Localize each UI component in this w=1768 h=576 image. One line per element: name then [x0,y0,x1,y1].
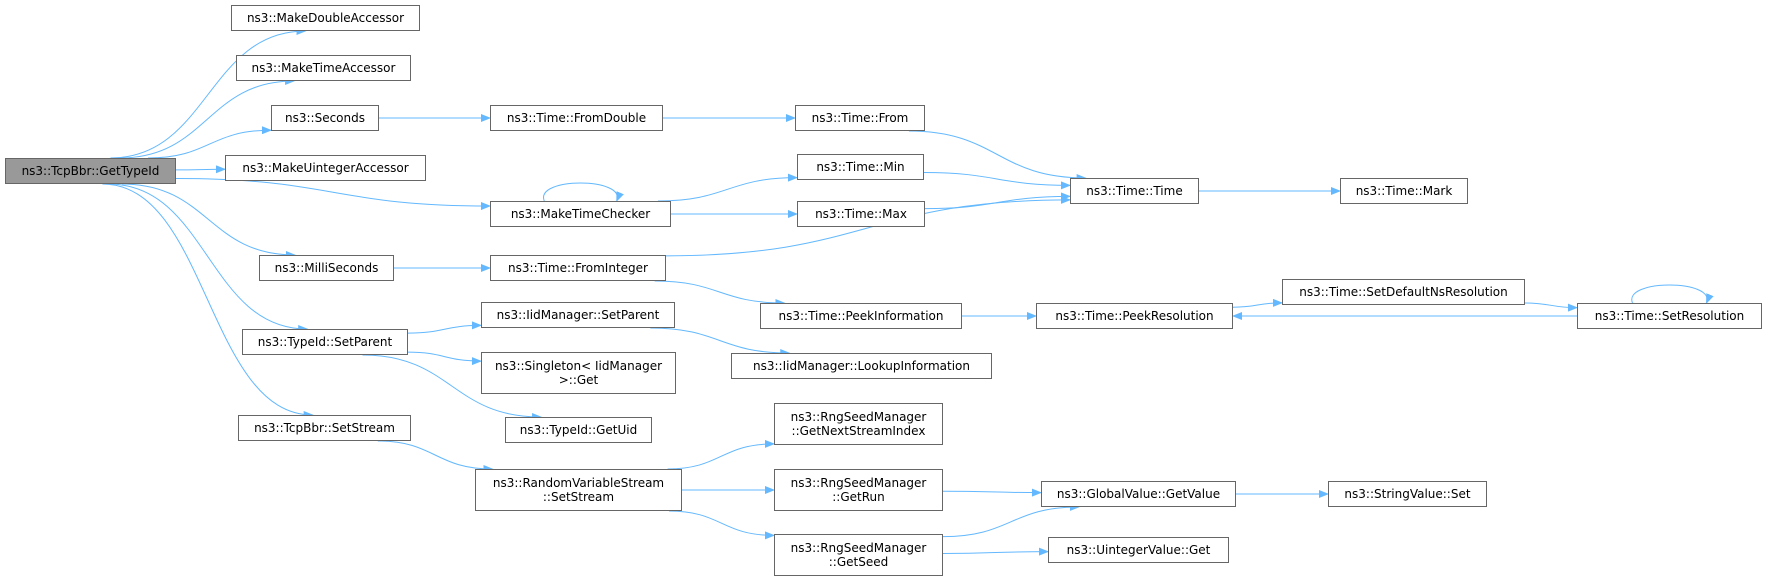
graph-node-tpr[interactable]: ns3::Time::PeekResolution [1036,303,1233,329]
graph-node-tfrom[interactable]: ns3::Time::From [795,105,925,131]
edge-tsp-to-imsp [407,321,482,334]
graph-node-tmark[interactable]: ns3::Time::Mark [1340,178,1468,204]
graph-node-ms[interactable]: ns3::MilliSeconds [259,255,394,281]
graph-node-mua[interactable]: ns3::MakeUintegerAccessor [225,155,426,181]
edge-tsp-to-sig [407,351,482,366]
edge-tpr-to-tsdnr [1232,298,1283,308]
edge-root-to-mda [110,27,307,159]
edge-tsr-to-tsr [1631,284,1714,304]
graph-node-tmin[interactable]: ns3::Time::Min [797,154,924,180]
edge-tmin-to-ttime [923,172,1071,190]
graph-node-imli[interactable]: ns3::IidManager::LookupInformation [731,353,992,379]
edge-root-to-ms [122,183,296,259]
graph-node-tfd[interactable]: ns3::Time::FromDouble [490,105,663,131]
graph-node-tmax[interactable]: ns3::Time::Max [797,201,925,227]
edge-root-to-tss [102,183,314,419]
graph-node-rvs[interactable]: ns3::RandomVariableStream ::SetStream [475,469,682,511]
graph-node-tsr[interactable]: ns3::Time::SetResolution [1577,303,1762,329]
graph-node-mta[interactable]: ns3::MakeTimeAccessor [236,55,411,81]
graph-node-tsp[interactable]: ns3::TypeId::SetParent [242,329,408,355]
graph-node-rgnsi[interactable]: ns3::RngSeedManager ::GetNextStreamIndex [774,403,943,445]
graph-node-mda[interactable]: ns3::MakeDoubleAccessor [231,5,420,31]
graph-node-ttime[interactable]: ns3::Time::Time [1070,178,1199,204]
edge-rvs-to-rgs [668,510,775,540]
edge-tsdnr-to-tsr [1524,302,1578,312]
graph-node-rgr[interactable]: ns3::RngSeedManager ::GetRun [774,469,943,511]
edge-tfi-to-ttime [665,195,1071,257]
graph-node-root: ns3::TcpBbr::GetTypeId [5,158,176,184]
edge-mtc-to-tmin [657,173,798,202]
edge-rvs-to-rgnsi [667,439,775,470]
edge-rgr-to-gvgv [942,488,1042,497]
edge-root-to-tsp [108,183,309,333]
graph-node-tss[interactable]: ns3::TcpBbr::SetStream [238,415,411,441]
edge-tfi-to-tpi [654,280,786,307]
edge-tfrom-to-ttime [908,130,1087,182]
edge-tss-to-rvs [377,440,494,473]
edge-root-to-mua [175,165,226,174]
graph-node-imsp[interactable]: ns3::IidManager::SetParent [481,302,675,328]
edge-root-to-mta [119,77,296,159]
graph-node-mtc[interactable]: ns3::MakeTimeChecker [490,201,671,227]
edge-root-to-sec [148,126,272,159]
graph-node-sec[interactable]: ns3::Seconds [271,105,379,131]
graph-node-gvgv[interactable]: ns3::GlobalValue::GetValue [1041,481,1236,507]
graph-node-uvg[interactable]: ns3::UintegerValue::Get [1048,537,1229,563]
graph-node-tsdnr[interactable]: ns3::Time::SetDefaultNsResolution [1282,279,1525,305]
graph-node-tpi[interactable]: ns3::Time::PeekInformation [760,303,962,329]
edge-rgs-to-gvgv [942,503,1080,538]
edge-mtc-to-mtc [543,182,624,202]
graph-node-tgu[interactable]: ns3::TypeId::GetUid [505,417,652,443]
graph-node-sig[interactable]: ns3::Singleton< IidManager >::Get [481,352,676,394]
graph-node-rgs[interactable]: ns3::RngSeedManager ::GetSeed [774,534,943,576]
edge-tsp-to-tgu [362,354,543,421]
edge-root-to-mtc [175,178,491,211]
graph-node-svs[interactable]: ns3::StringValue::Set [1328,481,1487,507]
edge-rgs-to-uvg [942,547,1049,556]
edge-imsp-to-imli [650,327,791,357]
graph-node-tfi[interactable]: ns3::Time::FromInteger [490,255,666,281]
